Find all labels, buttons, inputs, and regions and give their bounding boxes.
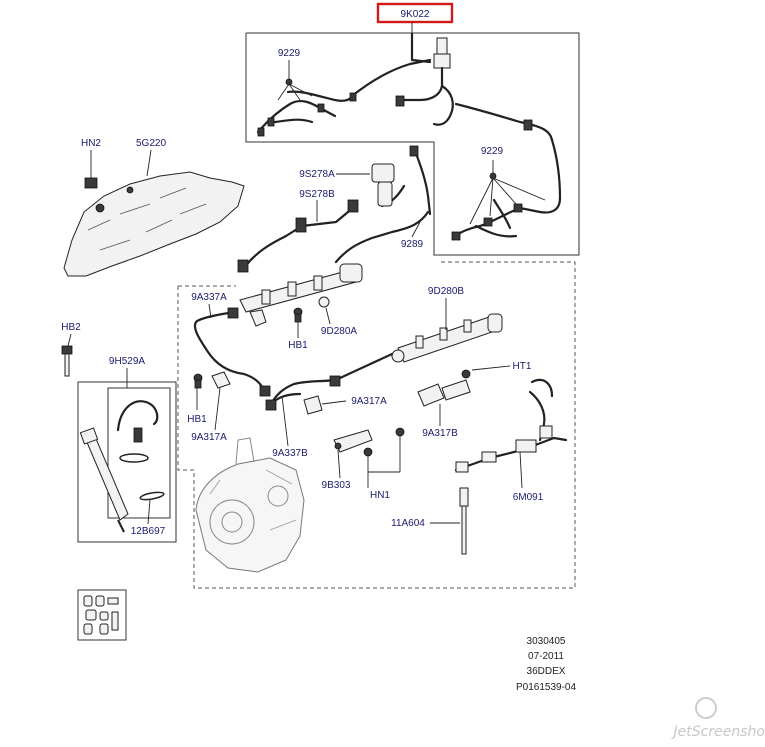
label-HN2[interactable]: HN2 — [81, 138, 101, 149]
heat-shield[interactable] — [63, 171, 245, 277]
meta-publication-number: P0161539-04 — [516, 682, 576, 693]
clamp-9A317B[interactable] — [417, 369, 471, 407]
seal-kit[interactable] — [83, 595, 119, 635]
glow-plug[interactable] — [459, 487, 469, 555]
bolt-HB1-bottom[interactable] — [193, 373, 203, 389]
label-9A337B[interactable]: 9A337B — [272, 448, 308, 459]
glow-plug-harness[interactable] — [454, 378, 568, 473]
fuel-rail-9D280B[interactable] — [391, 313, 503, 363]
title-part-label[interactable]: 9K022 — [401, 9, 430, 20]
label-HB1-bottom[interactable]: HB1 — [187, 414, 207, 425]
meta-illustration-number: 3030405 — [527, 636, 566, 647]
label-6M091[interactable]: 6M091 — [513, 492, 544, 503]
label-9D280A[interactable]: 9D280A — [321, 326, 357, 337]
label-9S278A[interactable]: 9S278A — [299, 169, 335, 180]
label-HB1-top[interactable]: HB1 — [288, 340, 308, 351]
label-HB2[interactable]: HB2 — [61, 322, 81, 333]
injector-seal-frame — [107, 387, 171, 519]
meta-date: 07-2011 — [528, 651, 564, 662]
bolt-HB1-top[interactable] — [293, 307, 303, 323]
fuel-injection-pump — [195, 437, 305, 573]
injector-seals[interactable] — [116, 400, 165, 501]
clamp-9A317A-left[interactable] — [211, 371, 231, 389]
nut-HN2[interactable] — [84, 177, 98, 189]
label-9A317B[interactable]: 9A317B — [422, 428, 458, 439]
fuel-rail-9D280A[interactable] — [239, 263, 363, 327]
highlight-box — [376, 2, 454, 24]
return-hose-left[interactable] — [256, 58, 432, 137]
return-line-frame — [245, 32, 580, 256]
label-HN1[interactable]: HN1 — [370, 490, 390, 501]
label-9289[interactable]: 9289 — [401, 239, 424, 250]
fuel-feed-lines[interactable] — [237, 145, 432, 273]
label-9A317A-left[interactable]: 9A317A — [191, 432, 227, 443]
label-9S278B[interactable]: 9S278B — [299, 189, 335, 200]
label-9D280B[interactable]: 9D280B — [428, 286, 464, 297]
hp-pipe-9A337B[interactable] — [265, 375, 341, 411]
bolt-HB2[interactable] — [61, 345, 73, 377]
label-9229-right[interactable]: 9229 — [481, 146, 504, 157]
clamp-9A317A-right[interactable] — [303, 395, 323, 415]
return-valve[interactable] — [395, 32, 554, 142]
label-5G220[interactable]: 5G220 — [136, 138, 166, 149]
label-9A337A[interactable]: 9A337A — [191, 292, 227, 303]
nuts-HN1[interactable] — [363, 427, 405, 457]
fuel-injector[interactable] — [79, 427, 129, 533]
watermark: JetScreenshot — [671, 697, 765, 740]
return-hose-right[interactable] — [451, 138, 562, 241]
label-9H529B[interactable]: 12B697 — [131, 526, 166, 537]
label-9H529A[interactable]: 9H529A — [109, 356, 145, 367]
kit-frame — [77, 589, 127, 641]
label-9229-top[interactable]: 9229 — [278, 48, 301, 59]
label-9A317A-right[interactable]: 9A317A — [351, 396, 387, 407]
bracket-9B303[interactable] — [333, 429, 373, 453]
watermark-text: JetScreenshot — [671, 724, 765, 740]
label-HT1[interactable]: HT1 — [513, 361, 532, 372]
meta-engine-code: 36DDEX — [527, 666, 566, 677]
label-9B303[interactable]: 9B303 — [322, 480, 351, 491]
label-11A604[interactable]: 11A604 — [391, 518, 425, 529]
hp-pipe-9A337A[interactable] — [193, 307, 271, 397]
rail-assembly-frame — [177, 261, 576, 589]
